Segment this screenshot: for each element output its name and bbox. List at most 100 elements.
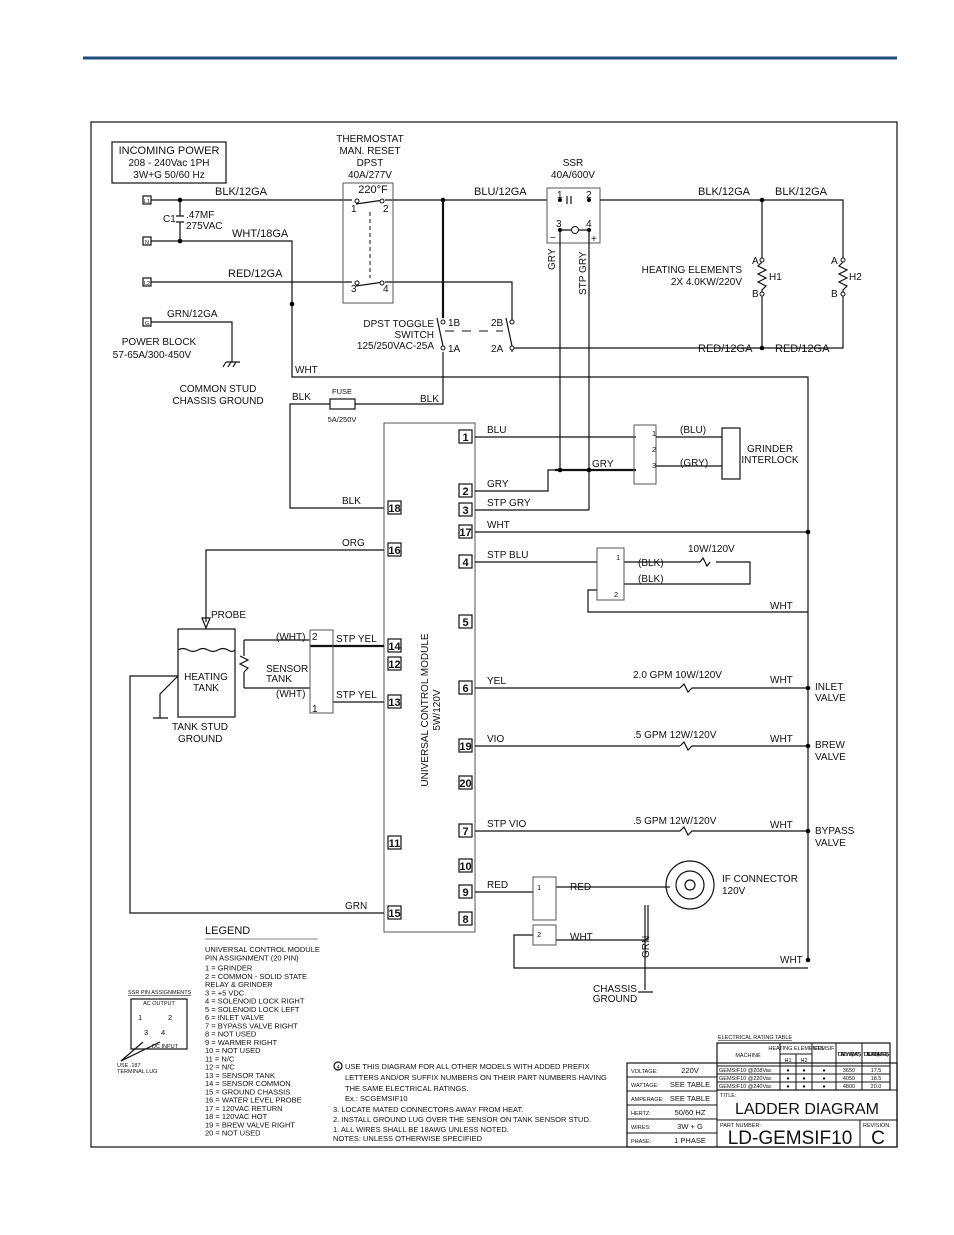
sensor-label: SENSOR xyxy=(266,664,308,675)
h2-label: H2 xyxy=(849,272,862,283)
incoming-power-title: INCOMING POWER xyxy=(119,145,220,157)
legend-line: 3 = +5 VDC xyxy=(205,988,245,997)
sensor-wht: (WHT) xyxy=(276,689,305,700)
ucm-pin-number: 2 xyxy=(462,486,468,498)
ucm-wire-label: STP VIO xyxy=(487,819,526,830)
power-block-rating: 57-65A/300-450V xyxy=(113,350,192,361)
note-line: 3. LOCATE MATED CONNECTORS AWAY FROM HEA… xyxy=(333,1105,523,1114)
ucm-pin-number: 9 xyxy=(462,887,468,899)
ucm-pin-box xyxy=(458,911,473,926)
th-h2: H2 xyxy=(800,1058,807,1064)
drawing-frame xyxy=(90,121,898,1148)
ucm-pin-number: 13 xyxy=(388,697,400,709)
chassis-ground-label: CHASSIS xyxy=(593,984,637,995)
heating-tank-label: HEATING xyxy=(184,672,228,683)
ucm-pin-number: 5 xyxy=(462,617,468,629)
td-machine: GEMSIF10 @240Vac xyxy=(719,1084,772,1090)
grinder-connector xyxy=(633,424,657,485)
ucm-pin-number: 15 xyxy=(388,908,400,920)
spec-value: SEE TABLE xyxy=(670,1080,710,1089)
legend-line: 5 = SOLENOID LOCK LEFT xyxy=(205,1005,300,1014)
warmer-blk: (BLK) xyxy=(638,574,664,585)
warmer-rating: 10W/120V xyxy=(688,544,735,555)
revision-label: REVISION: xyxy=(863,1123,891,1129)
legend-line: 16 = WATER LEVEL PROBE xyxy=(205,1096,302,1105)
wire-label-l2: RED/12GA xyxy=(228,268,283,280)
wire-label-blk-h1: BLK/12GA xyxy=(698,186,751,198)
incoming-power-box: INCOMING POWER 208 - 240Vac 1PH 3W+G 50/… xyxy=(111,141,227,184)
tank-ground-label-2: GROUND xyxy=(178,734,222,745)
universal-control-module xyxy=(383,422,476,933)
tank-ground-label: TANK STUD xyxy=(172,722,228,733)
th-h1: H1 xyxy=(784,1058,791,1064)
ssr-label: SSR xyxy=(563,158,584,169)
ssr-assign-pin: 2 xyxy=(168,1013,172,1022)
common-ground-label: COMMON STUD xyxy=(180,384,257,395)
legend-line: 4 = SOLENOID LOCK RIGHT xyxy=(205,997,305,1006)
td-machine: GEMSIF10 @220Vac xyxy=(719,1076,772,1082)
ucm-pin-number: 6 xyxy=(462,683,468,695)
ucm-pin-box xyxy=(387,500,402,515)
ucm-pin-box xyxy=(458,429,473,444)
incoming-power-wires: 3W+G 50/60 Hz xyxy=(133,170,204,181)
ucm-wire-label: GRY xyxy=(487,479,509,490)
wire-label-g: GRN/12GA xyxy=(167,309,218,320)
td-h2: ● xyxy=(802,1068,805,1074)
ucm-right-wiring xyxy=(475,436,811,993)
warmer-pin: 1 xyxy=(616,553,620,562)
ucm-wire-label: STP YEL xyxy=(336,634,377,645)
brew-wht: WHT xyxy=(770,734,793,745)
h1-label: H1 xyxy=(769,272,782,283)
td-gemsif: ● xyxy=(822,1068,825,1074)
bypass-valve-label: BYPASS xyxy=(815,826,855,837)
warmer-blk: (BLK) xyxy=(638,558,664,569)
if-wht: WHT xyxy=(570,932,593,943)
wire-label-l1: BLK/12GA xyxy=(215,186,268,198)
wire-label-red-h2: RED/12GA xyxy=(775,343,830,355)
ssr xyxy=(546,187,844,510)
if-grn: GRN xyxy=(641,936,652,958)
ucm-wire-label: BLU xyxy=(487,425,506,436)
fuse-icon xyxy=(329,398,356,410)
if-pin: 2 xyxy=(537,930,541,939)
spec-label: WATTAGE: xyxy=(631,1083,659,1089)
td-h1: ● xyxy=(786,1068,789,1074)
thermostat xyxy=(342,182,394,304)
legend-line: 13 = SENSOR TANK xyxy=(205,1071,275,1080)
td-machine: GEMSIF10 @208Vac xyxy=(719,1068,772,1074)
warmer-pin: 2 xyxy=(614,590,618,599)
terminal-l2: L2 xyxy=(144,281,150,287)
thermostat-rating: 40A/277V xyxy=(348,170,392,181)
ucm-pin-box xyxy=(387,542,402,557)
spec-label: HERTZ: xyxy=(631,1111,651,1117)
thermostat-label-2: MAN. RESET xyxy=(339,146,400,157)
power-wiring xyxy=(151,197,844,960)
legend-line: PIN ASSIGNMENT (20 PIN) xyxy=(205,953,299,962)
part-number-label: PART NUMBER: xyxy=(720,1123,761,1129)
note-line: LETTERS AND/OR SUFFIX NUMBERS ON THEIR P… xyxy=(345,1073,607,1082)
toggle-pin-2a: 2A xyxy=(491,344,504,355)
incoming-power-voltage: 208 - 240Vac 1PH xyxy=(129,158,210,169)
heating-element-resistor-icon xyxy=(756,257,849,297)
if-wht-return: WHT xyxy=(780,955,803,966)
legend-line: 7 = BYPASS VALVE RIGHT xyxy=(205,1021,298,1030)
ucm-pin-number: 1 xyxy=(462,432,468,444)
ucm-pin-box xyxy=(458,858,473,873)
fuse-label: FUSE xyxy=(332,387,352,396)
rating-table-title: ELECTRICAL RATING TABLE xyxy=(718,1035,792,1041)
ssr-pin: 3 xyxy=(556,219,562,230)
td-current: 20.0 xyxy=(871,1084,882,1090)
ucm-pin-box xyxy=(458,524,473,539)
ucm-pin-box xyxy=(387,835,402,850)
thermostat-pin: 4 xyxy=(383,284,389,295)
ucm-pin-box xyxy=(387,905,402,920)
power-terminals: L1 N L2 G xyxy=(142,195,152,327)
bypass-valve-label-2: VALVE xyxy=(815,838,846,849)
spec-value: 1 PHASE xyxy=(674,1136,706,1145)
note-marker: 4 xyxy=(336,1065,339,1071)
ssr-assign-pin: 1 xyxy=(138,1013,142,1022)
legend-line: 14 = SENSOR COMMON xyxy=(205,1079,291,1088)
thermostat-temp: 220°F xyxy=(358,184,388,196)
legend-line: RELAY & GRINDER xyxy=(205,980,273,989)
